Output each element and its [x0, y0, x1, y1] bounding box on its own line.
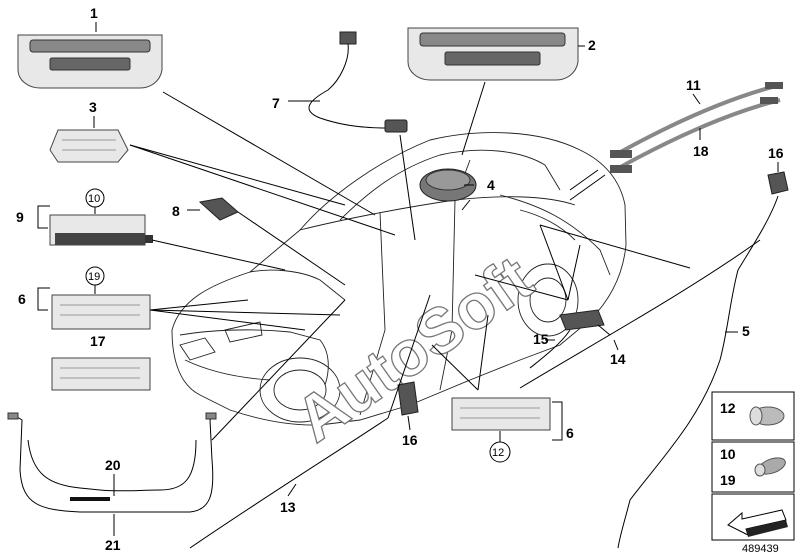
label-6-left: 6	[18, 291, 26, 307]
label-11: 11	[686, 77, 701, 93]
label-17: 17	[90, 333, 106, 349]
label-9: 9	[16, 209, 24, 225]
label-1: 1	[90, 5, 98, 21]
part-8-switch	[198, 197, 239, 221]
label-15: 15	[533, 331, 549, 347]
label-12-circle: 12	[492, 447, 504, 459]
part-3-interior-light	[49, 129, 129, 163]
label-21: 21	[105, 537, 121, 553]
legend-label-19: 19	[720, 472, 736, 488]
part-20-21-wiring	[7, 412, 217, 513]
label-16-bottom: 16	[402, 432, 418, 448]
legend-label-10: 10	[720, 446, 736, 462]
label-4: 4	[487, 177, 495, 193]
part-11-18-light-guides	[610, 82, 783, 173]
label-14: 14	[610, 351, 626, 367]
label-2: 2	[588, 37, 596, 53]
part-7-wire	[308, 31, 408, 133]
part-numbers: 1 2 3 4 5 6 6 7 8 9 10 11 19 17 12 13 14…	[16, 5, 784, 553]
legend-label-12: 12	[720, 400, 736, 416]
label-16-right: 16	[768, 145, 784, 161]
part-16-sensor-right	[767, 171, 789, 195]
label-8: 8	[172, 203, 180, 219]
part-1-overhead-console	[17, 34, 163, 89]
label-18: 18	[693, 143, 709, 159]
bulb-socket-icon	[749, 406, 785, 426]
brackets	[37, 205, 563, 441]
label-5: 5	[742, 323, 750, 339]
leader-lines	[129, 81, 691, 441]
part-14-light-strip	[519, 239, 761, 389]
part-6-light-unit-left	[51, 294, 151, 330]
label-7: 7	[272, 95, 280, 111]
part-2-overhead-console	[407, 27, 579, 81]
part-6-light-unit-bottom	[451, 397, 551, 431]
label-6-right: 6	[566, 425, 574, 441]
flat-arrow-icon	[727, 509, 788, 537]
part-13-light-strip	[189, 417, 389, 549]
label-20: 20	[105, 457, 121, 473]
bulb-icon	[754, 457, 786, 477]
part-4-dome-light	[419, 168, 477, 202]
part-5-wiring-harness	[617, 195, 779, 549]
label-10-circle: 10	[88, 193, 100, 205]
label-19-circle: 19	[88, 271, 100, 283]
part-16-sensor-bottom	[397, 381, 419, 416]
part-17-light-unit	[51, 357, 151, 391]
label-3: 3	[89, 99, 97, 115]
diagram-id: 489439	[742, 543, 779, 555]
part-15-handle-light	[529, 309, 605, 369]
part-9-light-unit	[49, 214, 153, 246]
legend-boxes: 12 10 19	[711, 391, 795, 541]
label-13: 13	[280, 499, 296, 515]
